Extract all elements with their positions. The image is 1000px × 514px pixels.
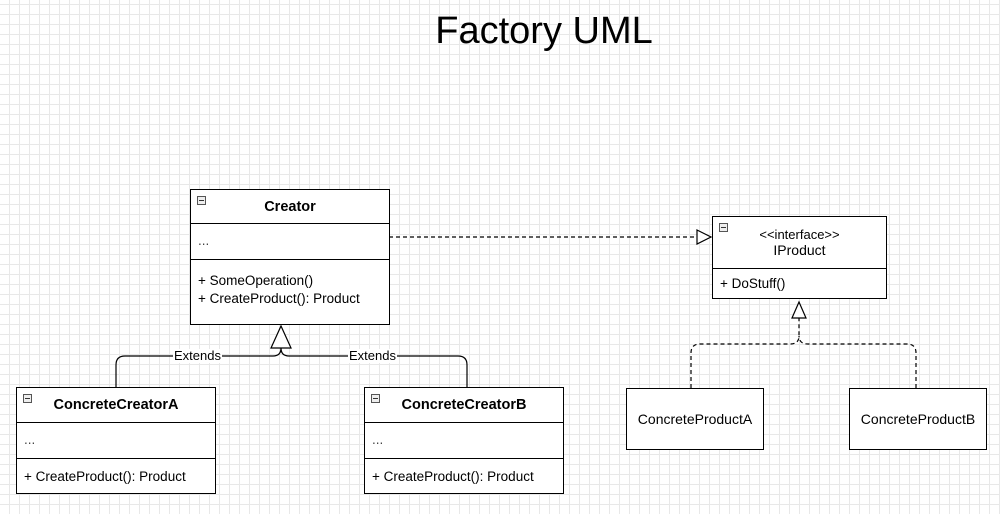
realization-arrowhead (791, 300, 807, 319)
iproduct-header: <<interface>> IProduct (713, 217, 886, 269)
creator-class-header: Creator (191, 190, 389, 224)
realization-b-connector (798, 335, 917, 388)
collapse-icon[interactable] (23, 394, 32, 403)
stereotype-label: <<interface>> (759, 227, 840, 242)
attributes-section: ... (17, 423, 215, 459)
class-name: ConcreteProductB (860, 411, 976, 427)
methods-section: + CreateProduct(): Product (365, 459, 563, 488)
method-item: + CreateProduct(): Product (372, 469, 534, 484)
class-name: ConcreteProductA (637, 411, 753, 427)
method-item: + CreateProduct(): Product (198, 291, 360, 306)
class-name: Creator (264, 198, 316, 215)
diagram-title: Factory UML (435, 10, 653, 52)
creator-to-iproduct-arrowhead (696, 229, 713, 245)
class-name: ConcreteCreatorA (53, 397, 179, 413)
method-item: + DoStuff() (720, 276, 786, 291)
creator-class[interactable]: Creator ... + SomeOperation() + CreatePr… (190, 189, 390, 325)
collapse-icon[interactable] (371, 394, 380, 403)
interface-name: IProduct (773, 242, 826, 258)
concrete-product-b-box[interactable]: ConcreteProductB (849, 388, 987, 450)
extends-a-label: Extends (173, 348, 222, 363)
generalization-arrowhead (270, 324, 292, 349)
extends-b-connector (280, 347, 468, 387)
class-name: ConcreteCreatorB (401, 397, 527, 413)
realization-a-connector (690, 318, 800, 388)
concrete-creator-b-header: ConcreteCreatorB (365, 388, 563, 423)
method-item: + SomeOperation() (198, 273, 314, 288)
method-item: + CreateProduct(): Product (24, 469, 186, 484)
attributes-section: ... (365, 423, 563, 459)
concrete-product-a-box[interactable]: ConcreteProductA (626, 388, 764, 450)
methods-section: + SomeOperation() + CreateProduct(): Pro… (191, 260, 389, 312)
attributes-section: ... (191, 224, 389, 260)
collapse-icon[interactable] (719, 223, 728, 232)
collapse-icon[interactable] (197, 196, 206, 205)
methods-section: + CreateProduct(): Product (17, 459, 215, 488)
concrete-creator-b-class[interactable]: ConcreteCreatorB ... + CreateProduct(): … (364, 387, 564, 494)
concrete-creator-a-header: ConcreteCreatorA (17, 388, 215, 423)
concrete-creator-a-class[interactable]: ConcreteCreatorA ... + CreateProduct(): … (16, 387, 216, 494)
iproduct-interface[interactable]: <<interface>> IProduct + DoStuff() (712, 216, 887, 299)
extends-b-label: Extends (348, 348, 397, 363)
extends-a-connector (115, 347, 282, 387)
methods-section: + DoStuff() (713, 269, 886, 295)
